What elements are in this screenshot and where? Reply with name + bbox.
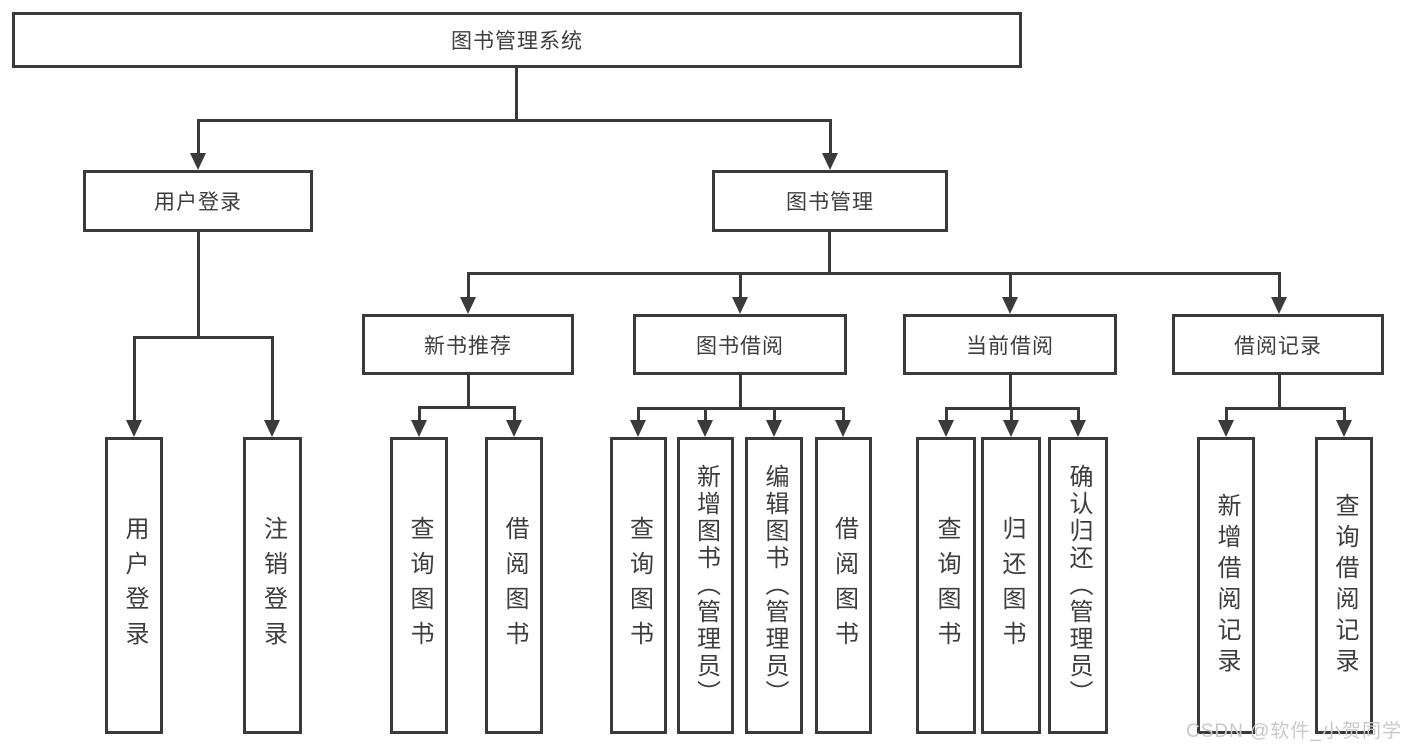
leaf-borrow-query-book: 查询图书 xyxy=(610,437,667,734)
leaf-record-query-borrow-record: 查询借阅记录 xyxy=(1315,437,1373,734)
arrow-down-icon xyxy=(822,153,838,170)
arrow-down-icon xyxy=(411,420,427,437)
arrow-down-icon xyxy=(1070,420,1086,437)
node-label: 图书借阅 xyxy=(696,334,784,358)
connector-line xyxy=(829,119,832,157)
connector-line xyxy=(637,407,845,410)
arrow-down-icon xyxy=(1003,420,1019,437)
leaf-label: 借阅图书 xyxy=(501,515,528,656)
leaf-label: 新增图书（管理员） xyxy=(692,464,720,707)
leaf-current-confirm-return-admin: 确认归还（管理员） xyxy=(1048,437,1108,734)
arrow-down-icon xyxy=(766,420,782,437)
connector-line xyxy=(467,272,470,299)
leaf-user-login: 用户登录 xyxy=(105,437,163,734)
connector-line xyxy=(637,407,640,422)
connector-line xyxy=(467,375,470,406)
connector-line xyxy=(197,232,200,336)
leaf-label: 确认归还（管理员） xyxy=(1065,464,1092,707)
leaf-recommend-borrow-book: 借阅图书 xyxy=(485,437,543,734)
arrow-down-icon xyxy=(126,420,142,437)
node-root-library-system: 图书管理系统 xyxy=(12,12,1022,68)
arrow-down-icon xyxy=(630,420,646,437)
leaf-borrow-borrow-book: 借阅图书 xyxy=(815,437,872,734)
connector-line xyxy=(1343,407,1346,422)
node-label: 图书管理系统 xyxy=(451,30,583,53)
node-label: 当前借阅 xyxy=(966,334,1054,358)
leaf-label: 查询图书 xyxy=(625,515,653,656)
connector-line xyxy=(828,232,831,272)
connector-line xyxy=(1009,272,1012,299)
connector-line xyxy=(1278,375,1281,407)
node-new-book-recommend: 新书推荐 xyxy=(362,314,574,375)
arrow-down-icon xyxy=(460,297,476,314)
connector-line xyxy=(418,406,516,409)
arrow-down-icon xyxy=(1271,297,1287,314)
connector-line xyxy=(842,407,845,422)
leaf-label: 查询借阅记录 xyxy=(1331,492,1358,679)
connector-line xyxy=(739,272,742,299)
connector-line xyxy=(945,407,948,422)
node-label: 新书推荐 xyxy=(424,334,512,358)
arrow-down-icon xyxy=(506,420,522,437)
arrow-down-icon xyxy=(1218,420,1234,437)
arrow-down-icon xyxy=(190,153,206,170)
arrow-down-icon xyxy=(938,420,954,437)
leaf-label: 编辑图书（管理员） xyxy=(761,464,788,707)
connector-line xyxy=(704,407,707,422)
leaf-label: 借阅图书 xyxy=(830,515,858,656)
connector-line xyxy=(418,406,421,422)
leaf-borrow-edit-book-admin: 编辑图书（管理员） xyxy=(745,437,803,734)
arrow-down-icon xyxy=(1336,420,1352,437)
arrow-down-icon xyxy=(1002,297,1018,314)
connector-line xyxy=(1225,407,1346,410)
arrow-down-icon xyxy=(264,420,280,437)
leaf-label: 归还图书 xyxy=(998,515,1025,656)
connector-line xyxy=(197,119,200,157)
connector-line xyxy=(133,336,274,339)
connector-line xyxy=(271,336,274,422)
node-borrow-record: 借阅记录 xyxy=(1172,314,1384,375)
leaf-borrow-add-book-admin: 新增图书（管理员） xyxy=(677,437,734,734)
leaf-record-add-borrow-record: 新增借阅记录 xyxy=(1197,437,1255,734)
arrow-down-icon xyxy=(697,420,713,437)
leaf-label: 用户登录 xyxy=(121,515,148,656)
connector-line xyxy=(1225,407,1228,422)
arrow-down-icon xyxy=(732,297,748,314)
node-user-login: 用户登录 xyxy=(83,170,313,232)
connector-line xyxy=(133,336,136,422)
connector-line xyxy=(1010,407,1013,422)
connector-line xyxy=(467,272,1281,275)
node-label: 用户登录 xyxy=(154,191,242,214)
node-current-borrow: 当前借阅 xyxy=(903,314,1117,375)
leaf-label: 新增借阅记录 xyxy=(1213,492,1240,679)
connector-line xyxy=(945,407,1080,410)
node-label: 图书管理 xyxy=(786,191,874,214)
connector-line xyxy=(1009,375,1012,407)
leaf-current-query-book: 查询图书 xyxy=(916,437,976,734)
leaf-recommend-query-book: 查询图书 xyxy=(390,437,448,734)
connector-line xyxy=(1077,407,1080,422)
watermark: CSDN @软件_小贺同学 xyxy=(1186,721,1402,742)
node-book-management: 图书管理 xyxy=(712,170,948,232)
connector-line xyxy=(515,68,518,119)
node-book-borrow: 图书借阅 xyxy=(633,314,847,375)
connector-line xyxy=(739,375,742,407)
leaf-label: 注销登录 xyxy=(259,515,287,656)
leaf-label: 查询图书 xyxy=(406,515,433,656)
leaf-logout: 注销登录 xyxy=(243,437,302,734)
leaf-label: 查询图书 xyxy=(933,515,960,656)
leaf-current-return-book: 归还图书 xyxy=(981,437,1041,734)
connector-line xyxy=(1278,272,1281,299)
connector-line xyxy=(513,406,516,422)
connector-line xyxy=(773,407,776,422)
connector-line xyxy=(197,119,832,122)
arrow-down-icon xyxy=(835,420,851,437)
node-label: 借阅记录 xyxy=(1234,334,1322,358)
